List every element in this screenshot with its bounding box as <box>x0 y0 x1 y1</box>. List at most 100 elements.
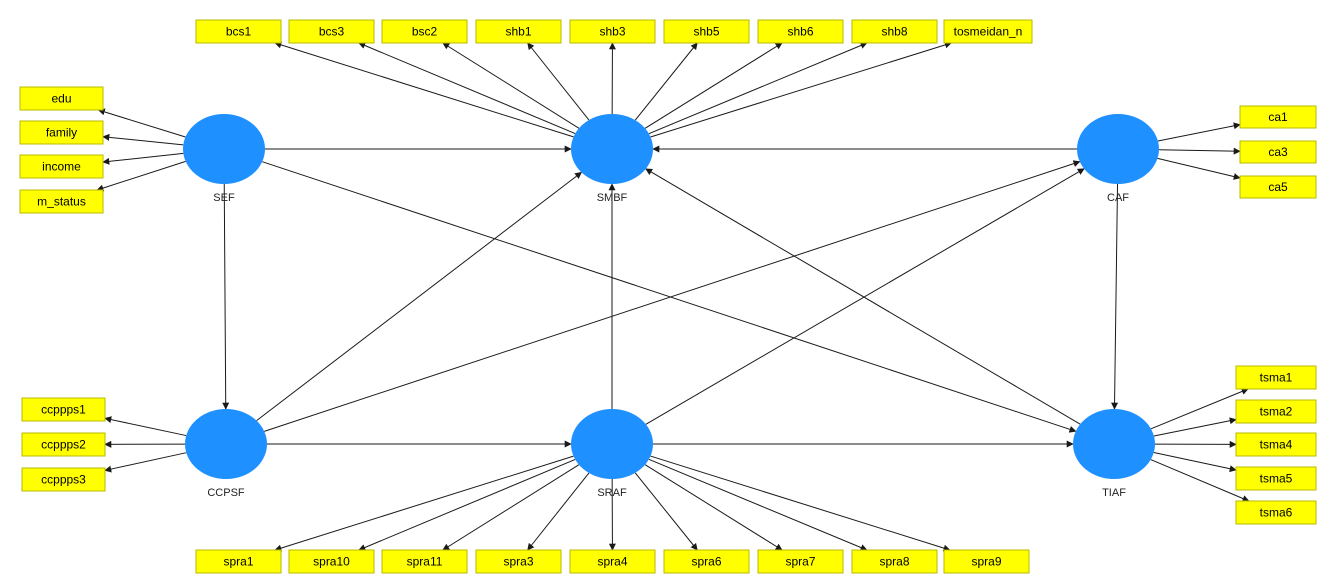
indicator-box <box>381 549 468 574</box>
latent-label: CAF <box>1107 192 1129 204</box>
indicator-shb6[interactable]: shb6 <box>757 19 844 44</box>
indicator-spra9[interactable]: spra9 <box>943 549 1030 574</box>
indicator-tosmeidan-n[interactable]: tosmeidan_n <box>943 19 1033 44</box>
indicator-spra3[interactable]: spra3 <box>475 549 562 574</box>
latent-label: TIAF <box>1102 487 1126 499</box>
latent-label: SMBF <box>597 192 628 204</box>
indicator-bcs3[interactable]: bcs3 <box>288 19 375 44</box>
loading-smbf-to-shb5 <box>634 42 698 121</box>
indicator-spra6[interactable]: spra6 <box>663 549 750 574</box>
indicator-tsma5[interactable]: tsma5 <box>1235 466 1317 491</box>
indicator-bsc2[interactable]: bsc2 <box>381 19 468 44</box>
indicator-label: shb6 <box>787 25 813 39</box>
loading-smbf-to-shb1 <box>527 42 590 121</box>
indicator-tsma4[interactable]: tsma4 <box>1235 432 1317 457</box>
indicator-ccppps3[interactable]: ccppps3 <box>21 467 106 492</box>
loading-sraf-to-spra1 <box>274 455 574 552</box>
latent-sraf[interactable]: SRAF <box>571 409 653 499</box>
indicator-label: spra7 <box>785 555 815 569</box>
indicator-spra11[interactable]: spra11 <box>381 549 468 574</box>
indicator-label: spra11 <box>407 555 443 569</box>
indicator-box <box>1235 466 1317 491</box>
latent-sef[interactable]: SEF <box>183 114 265 204</box>
indicator-shb3[interactable]: shb3 <box>569 19 656 44</box>
indicator-box <box>569 549 656 574</box>
indicator-box <box>475 549 562 574</box>
loading-ccpsf-to-ccppps3 <box>104 452 187 473</box>
indicator-label: tosmeidan_n <box>954 25 1023 39</box>
indicator-box <box>19 189 104 214</box>
indicator-label: ca1 <box>1268 110 1288 124</box>
loading-tiaf-to-tsma1 <box>1150 388 1249 430</box>
indicator-tsma2[interactable]: tsma2 <box>1235 399 1317 424</box>
indicator-box <box>195 549 282 574</box>
loading-caf-to-ca1 <box>1157 122 1241 142</box>
loading-smbf-to-bcs3 <box>358 42 576 135</box>
path-sef-to-ccpsf <box>222 183 230 410</box>
latent-smbf[interactable]: SMBF <box>571 114 653 204</box>
loading-smbf-to-shb8 <box>648 42 868 135</box>
indicator-box <box>1239 140 1317 164</box>
indicator-label: ccppps3 <box>41 473 86 487</box>
indicator-spra10[interactable]: spra10 <box>288 549 375 574</box>
indicator-income[interactable]: income <box>19 154 104 179</box>
indicator-label: tsma2 <box>1260 405 1293 419</box>
loading-sraf-to-spra11 <box>442 464 580 551</box>
indicator-box <box>19 86 104 111</box>
loading-sraf-to-spra9 <box>650 455 951 552</box>
indicator-ca5[interactable]: ca5 <box>1239 175 1317 199</box>
indicator-box <box>757 19 844 44</box>
indicator-label: bcs1 <box>226 25 252 39</box>
indicator-label: tsma4 <box>1260 438 1293 452</box>
latent-ellipse <box>1077 114 1159 184</box>
loading-caf-to-ca5 <box>1157 157 1241 180</box>
indicator-box <box>663 19 750 44</box>
indicator-box <box>1235 500 1317 525</box>
indicator-tsma1[interactable]: tsma1 <box>1235 365 1317 390</box>
latent-label: CCPSF <box>207 487 245 499</box>
indicator-box <box>569 19 656 44</box>
loading-sef-to-edu <box>97 108 186 138</box>
indicator-ca1[interactable]: ca1 <box>1239 105 1317 129</box>
indicator-spra1[interactable]: spra1 <box>195 549 282 574</box>
edges-layer <box>96 41 1250 552</box>
loading-tiaf-to-tsma5 <box>1153 451 1237 473</box>
indicator-tsma6[interactable]: tsma6 <box>1235 500 1317 525</box>
indicator-spra4[interactable]: spra4 <box>569 549 656 574</box>
latent-tiaf[interactable]: TIAF <box>1073 409 1155 499</box>
indicator-box <box>381 19 468 44</box>
indicator-box <box>21 432 106 457</box>
indicator-bcs1[interactable]: bcs1 <box>195 19 282 44</box>
latent-ellipse <box>571 114 653 184</box>
path-sef-to-tiaf <box>262 161 1077 433</box>
indicator-shb1[interactable]: shb1 <box>475 19 562 44</box>
indicator-box <box>288 549 375 574</box>
indicator-spra8[interactable]: spra8 <box>851 549 938 574</box>
indicator-box <box>1235 432 1317 457</box>
latent-caf[interactable]: CAF <box>1077 114 1159 204</box>
indicator-label: tsma5 <box>1260 472 1293 486</box>
indicator-box <box>851 19 938 44</box>
indicator-label: spra9 <box>971 555 1001 569</box>
path-caf-to-tiaf <box>1111 183 1119 410</box>
indicator-edu[interactable]: edu <box>19 86 104 111</box>
loading-tiaf-to-tsma6 <box>1150 459 1250 502</box>
indicator-shb8[interactable]: shb8 <box>851 19 938 44</box>
indicator-ccppps1[interactable]: ccppps1 <box>21 397 106 422</box>
indicator-ccppps2[interactable]: ccppps2 <box>21 432 106 457</box>
indicator-label: tsma6 <box>1260 506 1293 520</box>
indicator-spra7[interactable]: spra7 <box>757 549 844 574</box>
indicator-box <box>1239 175 1317 199</box>
indicator-label: shb8 <box>881 25 907 39</box>
indicator-m-status[interactable]: m_status <box>19 189 104 214</box>
indicator-shb5[interactable]: shb5 <box>663 19 750 44</box>
indicator-box <box>943 19 1033 44</box>
path-sraf-to-caf <box>645 168 1085 425</box>
indicator-ca3[interactable]: ca3 <box>1239 140 1317 164</box>
latent-ccpsf[interactable]: CCPSF <box>185 409 267 499</box>
loading-caf-to-ca3 <box>1158 147 1241 155</box>
indicator-family[interactable]: family <box>19 120 104 145</box>
indicator-label: spra3 <box>503 555 533 569</box>
